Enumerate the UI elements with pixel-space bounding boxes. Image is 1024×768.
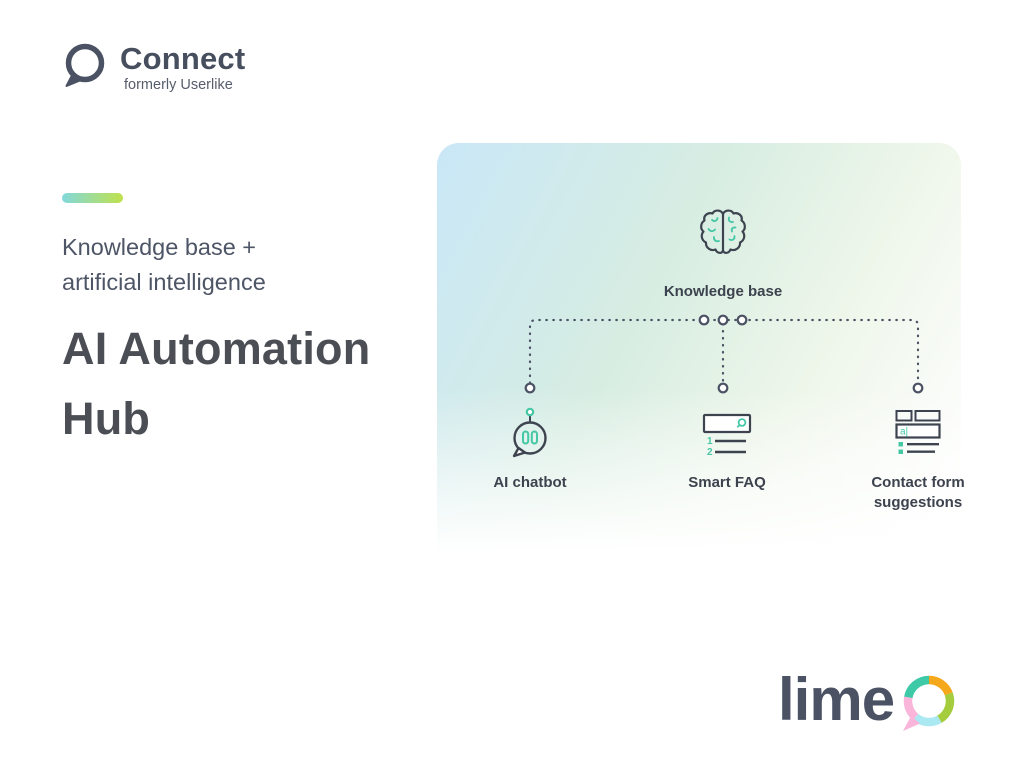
page-title: AI Automation Hub [62,314,370,454]
lime-logo: lime [778,668,958,736]
brain-icon [700,209,746,254]
search-icon [737,418,747,427]
knowledge-base-label: Knowledge base [663,283,783,300]
diagram-panel: Knowledge base [437,143,965,588]
connector-dot [736,314,748,326]
faq-list-marker-2: 2 [707,447,713,458]
contact-form-label: Contact form suggestions [871,474,965,511]
kicker-line-2: artificial intelligence [62,269,266,295]
lime-speech-bubble-icon [903,675,955,731]
chatbot-icon [512,407,547,458]
lime-logo-text: lime [778,666,895,733]
connector-dot [717,314,729,326]
speech-bubble-icon [65,43,105,87]
accent-pill [62,193,123,203]
brand-header: Connect formerly Userlike [62,42,245,93]
kicker-line-1: Knowledge base + [62,234,257,260]
title-line-2: Hub [62,393,151,444]
connector-dot [912,382,924,394]
brand-name: Connect [120,41,246,76]
smart-faq-icon: 1 2 [702,413,752,458]
form-input-text: a| [900,427,908,438]
connector-dot [717,382,729,394]
connector-dot [698,314,710,326]
smart-faq-label: Smart FAQ [688,474,766,491]
title-line-1: AI Automation [62,323,371,374]
brand-tagline: formerly Userlike [124,77,233,93]
connector-dot [524,382,536,394]
contact-form-icon: a| [895,410,941,454]
kicker-text: Knowledge base + artificial intelligence [62,230,266,300]
brand-text: Connect formerly Userlike [120,41,246,94]
ai-chatbot-label: AI chatbot [493,474,567,491]
faq-list-marker-1: 1 [707,436,713,447]
connector-lines [524,314,924,394]
